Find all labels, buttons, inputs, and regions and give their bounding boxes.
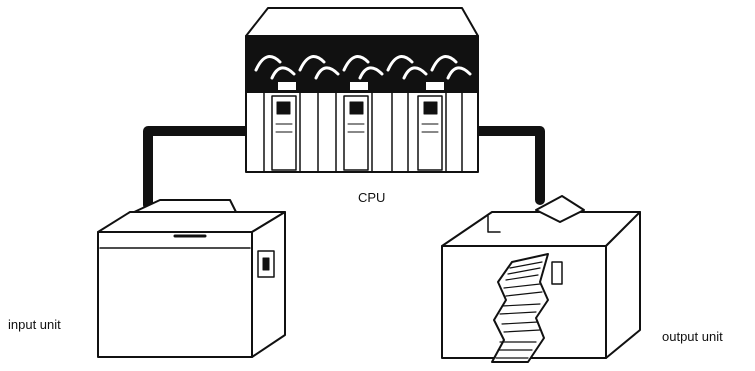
cpu-unit <box>246 8 478 172</box>
cpu-label: CPU <box>358 190 385 205</box>
output-unit-label: output unit <box>662 329 723 344</box>
output-unit-device <box>442 196 640 362</box>
cable-cpu-to-input <box>148 131 250 205</box>
input-unit-device <box>98 200 285 357</box>
input-unit-label: input unit <box>8 317 61 332</box>
cable-cpu-to-output <box>474 131 540 200</box>
